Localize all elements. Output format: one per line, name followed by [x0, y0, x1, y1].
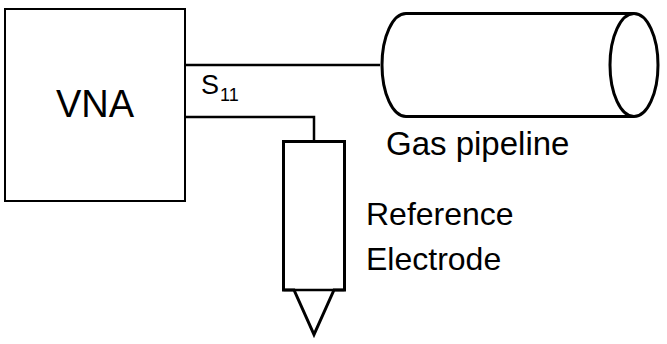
- probe-outline: [282, 140, 346, 336]
- pipeline-cylinder: Gas pipeline: [380, 12, 660, 118]
- instrument-label: VNA: [56, 80, 134, 129]
- electrode-probe: Reference Electrode: [282, 140, 346, 336]
- port-subscript: 11: [220, 86, 239, 104]
- port-label: S: [201, 72, 219, 99]
- cylinder-outline: [380, 12, 660, 118]
- cylinder-end: [610, 14, 658, 117]
- instrument-box: VNA: [4, 8, 186, 202]
- probe-tip-line: [284, 289, 345, 292]
- cable-line: [186, 64, 380, 67]
- electrode-label: Reference Electrode: [366, 192, 556, 282]
- probe-body: [284, 142, 345, 335]
- cylinder-body: [382, 14, 634, 117]
- cable-line: [186, 117, 314, 140]
- pipeline-label: Gas pipeline: [386, 126, 569, 162]
